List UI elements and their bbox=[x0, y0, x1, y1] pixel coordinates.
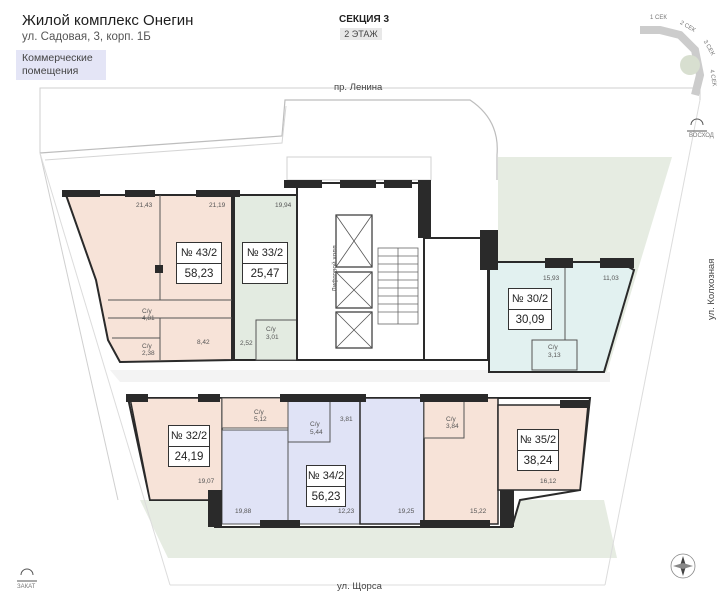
room-label: С/у bbox=[142, 343, 152, 350]
street-bottom: ул. Щорса bbox=[337, 581, 382, 592]
room-label: С/у bbox=[254, 409, 264, 416]
page-title: Жилой комплекс Онегин bbox=[22, 12, 194, 29]
key-plan bbox=[640, 26, 705, 96]
room-label: С/у bbox=[446, 416, 456, 423]
room-area: 16,12 bbox=[540, 478, 557, 485]
sunrise-label: ВОСХОД bbox=[689, 133, 714, 139]
room-area: 12,23 bbox=[338, 508, 355, 515]
room-area: 3,13 bbox=[548, 352, 561, 359]
floor-badge[interactable]: 2 ЭТАЖ bbox=[340, 28, 382, 40]
apartment-34-2 bbox=[221, 429, 289, 525]
street-top: пр. Ленина bbox=[334, 82, 383, 93]
room-label: С/у bbox=[548, 344, 558, 351]
yard-bottom bbox=[140, 500, 617, 558]
room-area: 11,03 bbox=[603, 275, 619, 282]
room-area: 5,12 bbox=[254, 416, 267, 423]
room-area: 4,81 bbox=[142, 315, 155, 322]
room-area: 8,42 bbox=[197, 339, 210, 346]
elevator-hall-label: Лифтовой холл bbox=[331, 245, 339, 292]
room-label: С/у bbox=[310, 421, 320, 428]
room-label: С/у bbox=[142, 308, 152, 315]
room-area: 19,25 bbox=[398, 508, 415, 515]
room-area: 3,81 bbox=[340, 416, 353, 423]
room-area: 2,38 bbox=[142, 350, 155, 357]
room-area: 2,52 bbox=[240, 340, 253, 347]
room-area: 19,07 bbox=[198, 478, 215, 485]
sunrise-icon bbox=[687, 118, 707, 132]
sunset-icon bbox=[17, 568, 37, 582]
room-area: 3,01 bbox=[266, 334, 279, 341]
room-area: 3,84 bbox=[446, 423, 459, 430]
sunset-label: ЗАКАТ bbox=[17, 584, 36, 590]
key-section-1: 1 СЕК bbox=[650, 15, 667, 21]
compass-icon bbox=[670, 553, 696, 579]
address: ул. Садовая, 3, корп. 1Б bbox=[22, 31, 151, 43]
legend-commercial[interactable]: Коммерческие помещения bbox=[16, 50, 106, 80]
room-area: 21,19 bbox=[209, 202, 226, 209]
room-area: 15,93 bbox=[543, 275, 560, 282]
room-area: 15,22 bbox=[470, 508, 487, 515]
section-label: СЕКЦИЯ 3 bbox=[338, 14, 389, 25]
room-area: 19,94 bbox=[275, 202, 292, 209]
room-area: 19,88 bbox=[235, 508, 252, 515]
room-area: 5,44 bbox=[310, 429, 323, 436]
street-right: ул. Колхозная bbox=[706, 258, 717, 320]
room-label: С/у bbox=[266, 326, 276, 333]
room-area: 21,43 bbox=[136, 202, 153, 209]
